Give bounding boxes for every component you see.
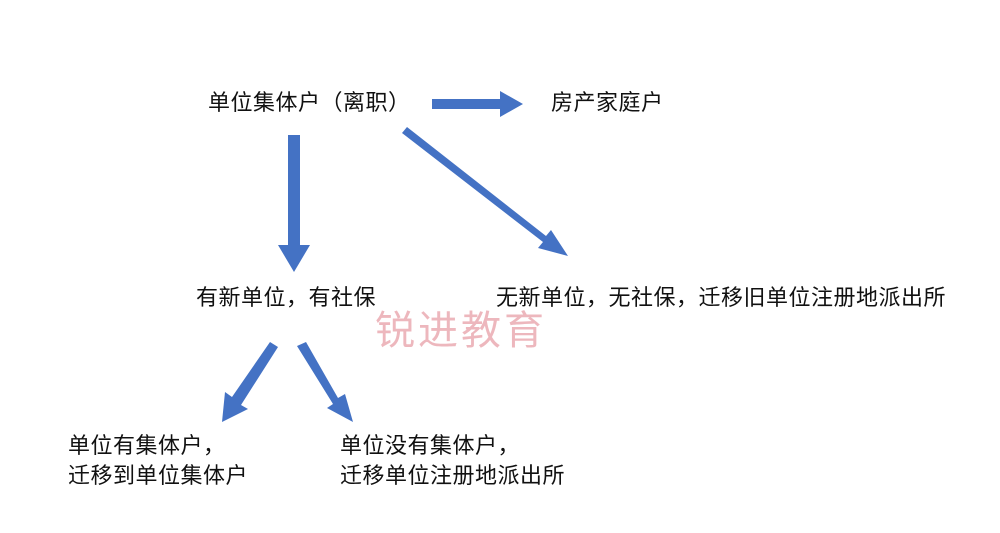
arrow-root-to-no-employer — [402, 127, 568, 256]
node-no-collective: 单位没有集体户， 迁移单位注册地派出所 — [340, 432, 565, 492]
node-property-home: 房产家庭户 — [551, 91, 664, 116]
arrow-new-employer-to-no-collective — [297, 342, 353, 422]
watermark-text: 锐进教育 — [375, 308, 547, 354]
node-has-collective-line1: 单位有集体户， — [68, 434, 226, 459]
arrow-root-to-new-employer — [278, 135, 310, 272]
node-has-collective: 单位有集体户， 迁移到单位集体户 — [68, 432, 248, 492]
node-no-collective-line1: 单位没有集体户， — [340, 434, 521, 459]
arrow-root-to-property-home — [432, 91, 523, 117]
node-no-employer: 无新单位，无社保，迁移旧单位注册地派出所 — [496, 286, 947, 311]
node-new-employer: 有新单位，有社保 — [196, 286, 377, 311]
node-has-collective-line2: 迁移到单位集体户 — [68, 464, 249, 489]
arrow-new-employer-to-has-collective — [222, 342, 278, 422]
node-no-collective-line2: 迁移单位注册地派出所 — [340, 464, 566, 489]
node-root: 单位集体户（离职） — [208, 91, 411, 116]
